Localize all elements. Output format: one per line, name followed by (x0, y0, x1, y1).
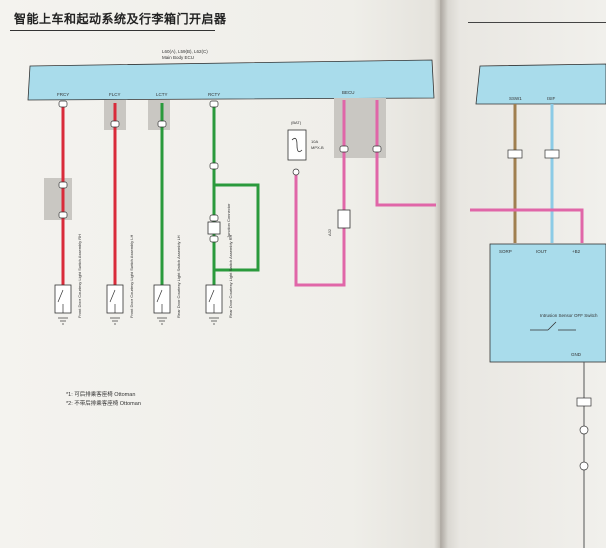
switch-contact-r1 (208, 289, 215, 313)
connector-block-left (44, 178, 72, 220)
right-ecu-bar (475, 63, 606, 105)
ground-symbols (58, 317, 219, 325)
note-2: *2: 不带后排乘客座椅 Ottoman (66, 401, 141, 407)
switch-label-f6: Rear Door Courtesy Light Switch Assembly… (176, 235, 181, 318)
fuse-label: (BAT) (291, 120, 302, 125)
pin-flcy: FLCY (109, 92, 121, 97)
right-page-rule (468, 22, 606, 23)
switch-contact-f4 (57, 289, 64, 313)
connector-ground-1 (576, 397, 592, 407)
pin-marker (209, 162, 219, 170)
fuse-icon (291, 137, 303, 153)
book-gutter (434, 0, 448, 548)
wire-pink-out (375, 100, 436, 207)
pin-marker (58, 181, 68, 189)
page-title: 智能上车和起动系统及行李箱门开启器 (14, 12, 227, 26)
junction-connector-box (207, 221, 221, 235)
pin-marker (157, 120, 167, 128)
pin-marker (209, 235, 219, 243)
right-module-box (489, 243, 606, 363)
sensor-switch-symbol (530, 321, 576, 331)
fuse-rating: 10A (311, 139, 318, 144)
term-gnd: GND (571, 352, 582, 357)
connector-ground-2 (579, 425, 589, 435)
pin-becu: BECU (342, 90, 355, 95)
right-pin-ssw1: SSW1 (509, 96, 522, 101)
term-iout: IOUT (536, 249, 547, 254)
term-sorp: SORP (499, 249, 512, 254)
note-1: *1: 可后排乘客座椅 Ottoman (66, 392, 136, 398)
ecu-name: Main Body ECU (162, 55, 194, 60)
fuse-terminal (292, 168, 300, 176)
switch-contact-f6 (156, 289, 163, 313)
wire-pink-right (470, 208, 584, 243)
ecu-refs: L60(A), L59(B), L62(C) (162, 49, 208, 54)
wire-pink-becu (294, 100, 346, 287)
title-underline (10, 30, 215, 31)
pin-marker (209, 100, 219, 108)
pin-lcty: LCTY (156, 92, 168, 97)
fuse-sub: MPX-B (311, 145, 324, 150)
pin-marker (58, 211, 68, 219)
connector-lb (544, 149, 560, 159)
wire-green-loop (214, 183, 260, 272)
junction-label: Junction Connector (226, 203, 231, 238)
pin-marker (372, 145, 382, 153)
courtesy-switches (54, 284, 223, 314)
connector-br (507, 149, 523, 159)
pin-marker (110, 120, 120, 128)
pin-marker (209, 214, 219, 222)
term-b2: +B2 (572, 249, 581, 254)
pin-frcy: FRCY (57, 92, 69, 97)
sensor-label: Intrusion Sensor OFF Switch (540, 313, 598, 318)
switch-label-f4: Front Door Courtesy Light Switch Assembl… (77, 234, 82, 318)
a32-label: A32 (327, 228, 332, 236)
switch-label-r1: Rear Door Courtesy Light Switch Assembly… (228, 235, 233, 318)
junction-connector-box-2 (337, 209, 351, 229)
switch-label-f5: Front Door Courtesy Light Switch Assembl… (129, 235, 134, 318)
switch-contact-f5 (109, 289, 116, 313)
main-body-ecu-bar (27, 59, 435, 101)
pin-rcty: RCTY (208, 92, 220, 97)
pin-marker (339, 145, 349, 153)
pin-markers (58, 100, 382, 243)
connector-ground-3 (579, 461, 589, 471)
pin-marker (58, 100, 68, 108)
right-pin-isif: ISIF (547, 96, 556, 101)
